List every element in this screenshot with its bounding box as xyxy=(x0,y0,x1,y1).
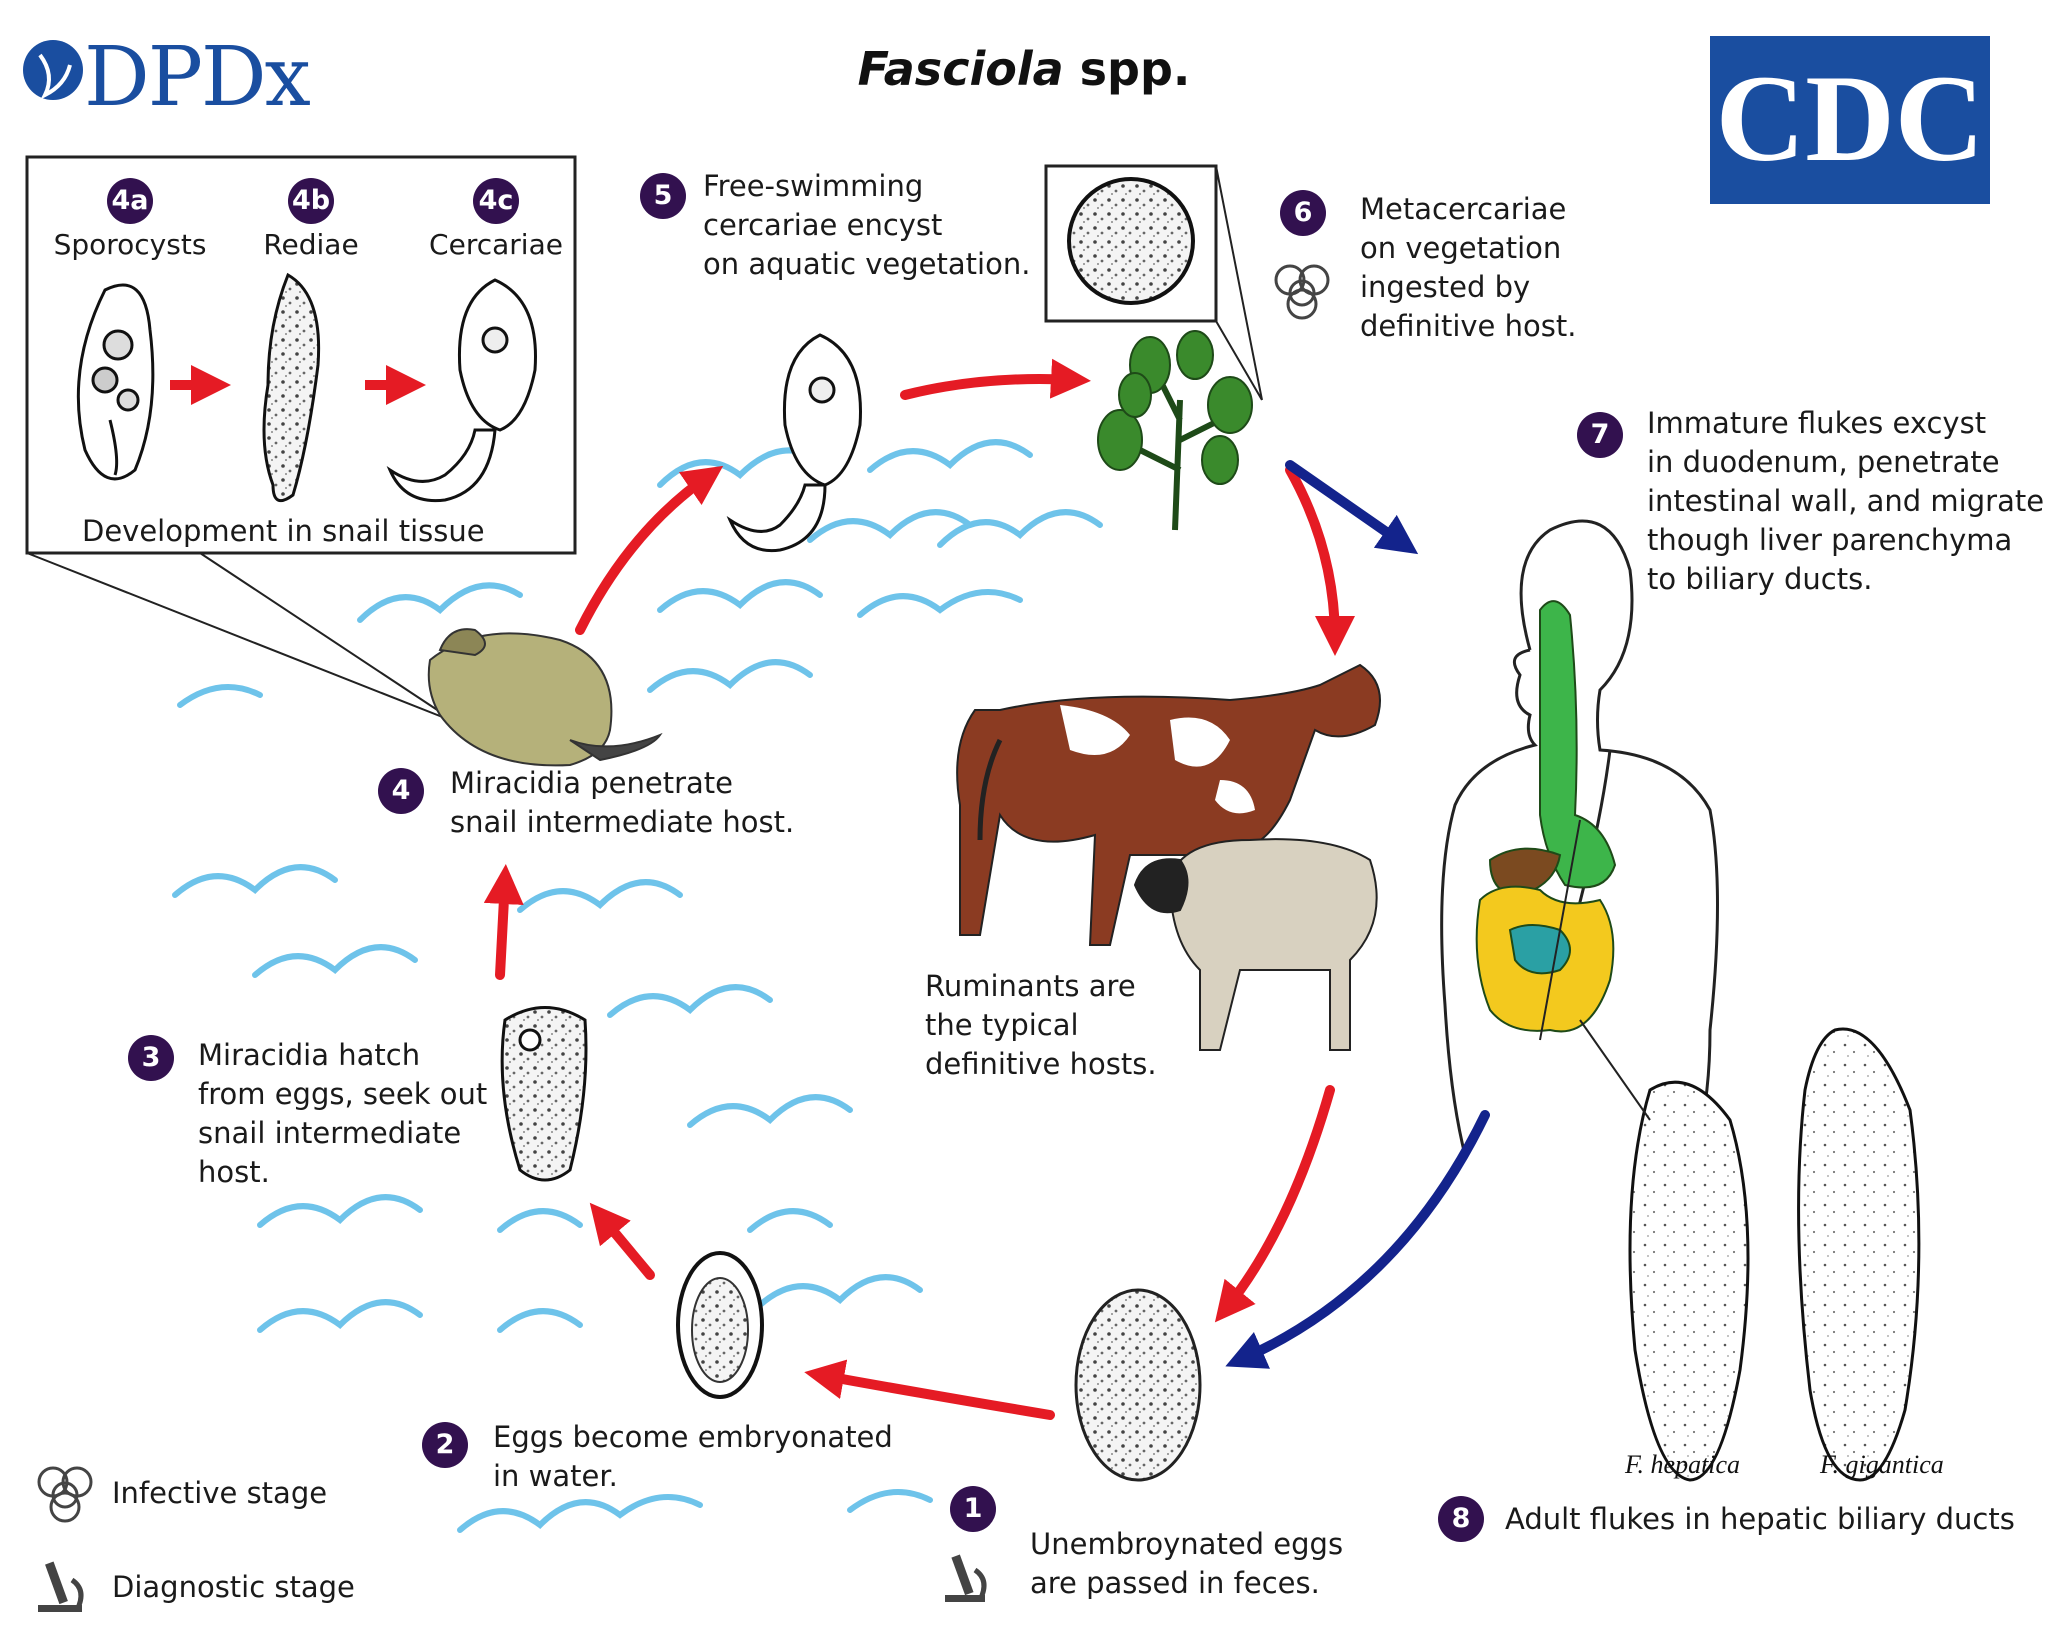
legend-infective: Infective stage xyxy=(112,1476,328,1510)
stage-1-text: Unembroynated eggs are passed in feces. xyxy=(1030,1527,1344,1600)
title-suffix: spp. xyxy=(1063,42,1191,96)
biohazard-icon-stage6 xyxy=(1274,264,1330,320)
badge-4a: 4a xyxy=(107,178,153,224)
badge-6: 6 xyxy=(1280,190,1326,236)
snail-box-caption: Development in snail tissue xyxy=(82,514,485,548)
metacercaria-drawing xyxy=(1067,177,1195,305)
badge-4c: 4c xyxy=(473,178,519,224)
stage-3-text: Miracidia hatch from eggs, seek out snai… xyxy=(198,1038,488,1189)
badge-1: 1 xyxy=(950,1486,996,1532)
stage-6-text: Metacercariae on vegetation ingested by … xyxy=(1360,192,1577,343)
vegetation-drawing xyxy=(1097,330,1253,531)
water-waves xyxy=(172,439,1103,1533)
snail-drawing xyxy=(427,628,663,767)
label-cercariae: Cercariae xyxy=(429,228,563,261)
stage-4-text: Miracidia penetrate snail intermediate h… xyxy=(450,766,795,839)
badge-4b: 4b xyxy=(288,178,334,224)
cdc-logo: CDC xyxy=(1710,36,1990,204)
badge-7: 7 xyxy=(1577,412,1623,458)
label-f-gigantica: F. gigantica xyxy=(1820,1450,1944,1479)
badge-8: 8 xyxy=(1438,1496,1484,1542)
fluke-gigantica-drawing xyxy=(1797,1027,1921,1482)
dpdx-logo: DPDx xyxy=(84,30,311,125)
stage-2-text: Eggs become embryonated in water. xyxy=(493,1420,893,1493)
badge-4: 4 xyxy=(378,768,424,814)
fluke-hepatica-drawing xyxy=(1628,1080,1750,1482)
ruminants-text: Ruminants are the typical definitive hos… xyxy=(925,969,1157,1081)
cdc-logo-text: CDC xyxy=(1715,50,1985,187)
cercaria-box-drawing xyxy=(386,278,537,503)
cercaria-free-drawing xyxy=(726,333,862,553)
title-genus: Fasciola xyxy=(857,42,1064,96)
stage-5-text: Free-swimming cercariae encyst on aquati… xyxy=(703,169,1031,281)
microscope-icon-stage1 xyxy=(945,1554,987,1602)
microscope-icon-legend xyxy=(38,1561,84,1612)
badge-5: 5 xyxy=(640,173,686,219)
stage-7-text: Immature flukes excyst in duodenum, pene… xyxy=(1647,406,2045,596)
sporocyst-drawing xyxy=(76,283,155,481)
embryonated-egg-drawing xyxy=(676,1251,764,1399)
miracidium-drawing xyxy=(500,1006,588,1182)
badge-3: 3 xyxy=(128,1035,174,1081)
label-sporocysts: Sporocysts xyxy=(53,228,207,261)
legend-diagnostic: Diagnostic stage xyxy=(112,1570,355,1604)
label-rediae: Rediae xyxy=(263,228,359,261)
sheep-drawing xyxy=(1133,838,1378,1051)
redia-drawing xyxy=(262,272,321,503)
cow-drawing xyxy=(956,663,1381,946)
diagram-title: Fasciola spp. xyxy=(0,42,2048,96)
unembryonated-egg-drawing xyxy=(1074,1288,1202,1482)
stage-8-text: Adult flukes in hepatic biliary ducts xyxy=(1505,1502,2015,1536)
badge-2: 2 xyxy=(422,1422,468,1468)
label-f-hepatica: F. hepatica xyxy=(1625,1450,1741,1479)
digestive-tract xyxy=(1475,600,1617,1033)
biohazard-icon-legend xyxy=(37,1466,93,1523)
dpdx-logo-mark xyxy=(23,40,83,100)
